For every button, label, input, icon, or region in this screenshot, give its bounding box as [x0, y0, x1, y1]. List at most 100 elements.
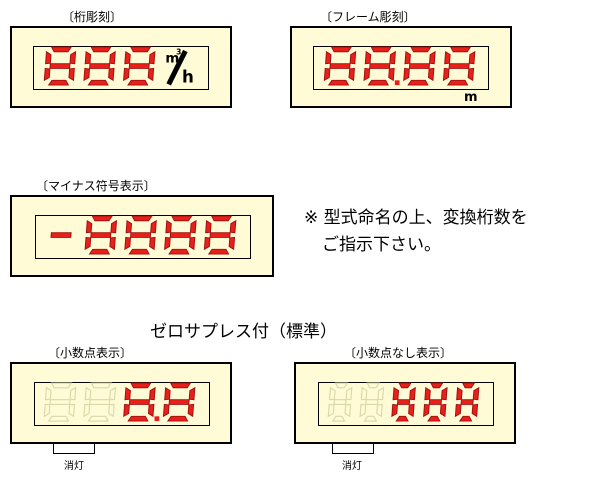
segment-c: [228, 236, 236, 251]
segment-b: [148, 50, 156, 65]
label-frame-engraving: 〔フレーム彫刻〕: [320, 10, 416, 24]
segment-e: [162, 403, 170, 418]
segment-a: [90, 46, 112, 53]
segment-f: [325, 50, 332, 65]
segment-a: [430, 382, 444, 389]
segment-d: [367, 79, 389, 86]
segment-c: [108, 403, 115, 418]
digit-lit: [323, 46, 357, 86]
segment-e: [442, 67, 450, 82]
unlit-label: 消灯: [342, 461, 362, 472]
segment-c: [147, 403, 155, 418]
segment-f: [165, 219, 172, 234]
segment-d: [207, 248, 230, 255]
label-no-decimal-display: 〔小数点なし表示〕: [344, 346, 453, 360]
segment-f: [164, 386, 171, 401]
segment-c: [187, 403, 195, 418]
segment-f: [84, 50, 92, 65]
segment-g: [329, 63, 351, 69]
segment-f: [125, 219, 133, 234]
digit-lit: [84, 215, 118, 255]
segment-d: [407, 79, 429, 86]
segment-f: [45, 50, 52, 65]
segment-f: [85, 219, 93, 234]
unit-sup: 3: [176, 47, 181, 56]
segment-e: [363, 67, 371, 82]
segment-d: [363, 415, 378, 422]
segment-f: [84, 386, 92, 401]
segment-d: [327, 79, 350, 86]
segment-d: [168, 248, 190, 255]
digit-lit: [442, 46, 476, 86]
segment-g: [396, 399, 411, 405]
segment-f: [424, 386, 431, 401]
decimal-point: [154, 416, 160, 422]
segment-f: [328, 386, 336, 401]
segment-b: [109, 50, 116, 65]
segment-b: [69, 50, 77, 65]
display-window: [33, 46, 209, 90]
segment-d: [127, 415, 149, 422]
segment-a: [90, 382, 113, 389]
segment-a: [370, 46, 392, 53]
segment-c: [376, 403, 383, 418]
segment-a: [449, 46, 472, 53]
label-decimal-display: 〔小数点表示〕: [48, 346, 133, 360]
segment-c: [388, 67, 395, 82]
segment-g: [50, 232, 72, 238]
display-panel-frame-engraving: m: [290, 26, 512, 108]
segment-e: [391, 403, 398, 418]
segment-d: [47, 415, 70, 422]
display-panel-no-decimal: [294, 362, 516, 444]
segment-b: [149, 386, 156, 401]
segment-b: [345, 386, 353, 401]
segment-b: [229, 219, 237, 234]
zero-suppress-title: ゼロサプレス付（標準）: [150, 322, 337, 342]
segment-g: [129, 232, 152, 238]
segment-e: [124, 236, 131, 251]
segment-e: [359, 403, 367, 418]
segment-g: [369, 63, 391, 69]
segment-b: [69, 386, 77, 401]
segment-a: [330, 46, 353, 53]
segment-f: [392, 386, 400, 401]
segment-d: [395, 415, 409, 422]
segment-g: [89, 399, 111, 405]
segment-a: [171, 215, 193, 222]
segment-a: [131, 215, 153, 222]
segment-d: [47, 79, 70, 86]
unit-m3-per-h: m 3 h: [165, 47, 194, 87]
display-panel-decimal: [10, 362, 232, 444]
segment-e: [327, 403, 335, 418]
digit-lit: [50, 232, 72, 238]
segment-c: [467, 67, 475, 82]
segment-g: [365, 399, 379, 405]
display-panel-digit-engraving: m 3 h: [10, 26, 232, 108]
segment-a: [50, 382, 73, 389]
segment-g: [333, 399, 347, 405]
digit-unlit: [359, 382, 385, 422]
segment-e: [43, 67, 51, 82]
note-line-2: ご指示下さい。: [322, 235, 441, 255]
segment-a: [130, 382, 152, 389]
digit-lit: [123, 382, 156, 422]
segment-c: [68, 67, 75, 82]
segment-display: [43, 46, 156, 86]
label-minus-sign: 〔マイナス符号表示〕: [36, 179, 156, 193]
segment-a: [334, 382, 349, 389]
segment-e: [83, 67, 91, 82]
segment-display: [327, 382, 480, 422]
segment-b: [188, 386, 196, 401]
segment-a: [91, 215, 114, 222]
segment-e: [123, 67, 130, 82]
digit-lit: [43, 46, 77, 86]
segment-d: [88, 248, 111, 255]
segment-g: [408, 63, 430, 69]
segment-d: [166, 415, 189, 422]
segment-display: [323, 46, 476, 86]
segment-c: [147, 67, 155, 82]
segment-g: [460, 399, 474, 405]
display-window: [318, 382, 494, 426]
unit-h: h: [182, 68, 194, 87]
segment-c: [344, 403, 352, 418]
